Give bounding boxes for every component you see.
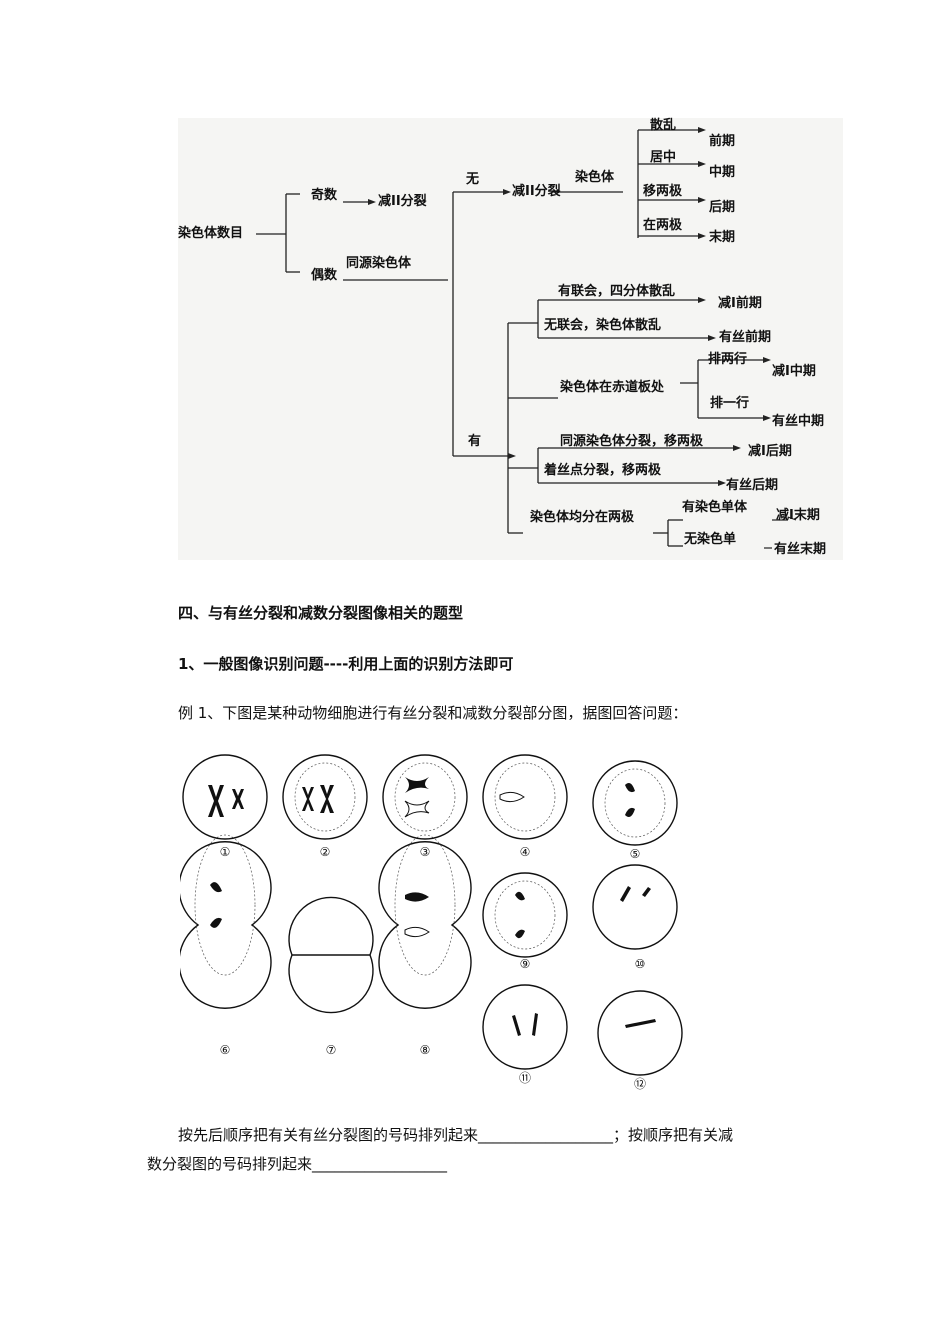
question-text-3: 数分裂图的号码排列起来	[147, 1155, 313, 1173]
cell-label-4: ④	[519, 845, 531, 859]
state-at-poles: 在两极	[643, 218, 683, 233]
answer-blank-1[interactable]: __________________	[478, 1126, 614, 1144]
cell-label-7: ⑦	[325, 1043, 337, 1057]
has-label: 有	[468, 434, 482, 449]
question-text-2: ；按顺序把有关减	[613, 1126, 734, 1144]
cond-no-synapsis: 无联会，染色体散乱	[544, 318, 662, 333]
cond-equator: 染色体在赤道板处	[560, 380, 665, 395]
cond-poles: 染色体均分在两极	[530, 510, 635, 525]
result-anaphase: 后期	[709, 200, 736, 215]
cond-homolog-split: 同源染色体分裂，移两极	[560, 434, 704, 449]
none-label: 无	[466, 172, 480, 187]
cell-6	[180, 841, 272, 1009]
odd-label: 奇数	[311, 188, 338, 203]
even-label: 偶数	[311, 268, 338, 283]
state-moving: 移两极	[643, 184, 683, 199]
cell-4	[482, 754, 568, 840]
division-flowchart: 染色体数目 奇数 减II分裂 偶数 同源染色体 无 减II分裂 染色体 散乱 前…	[178, 118, 843, 560]
cell-8	[378, 841, 472, 1009]
result-telophase: 末期	[709, 230, 736, 245]
cell-label-3: ③	[419, 845, 431, 859]
cell-10	[592, 864, 678, 950]
result-mitosis-telophase: 有丝末期	[774, 542, 827, 557]
result-meiosis1-metaphase: 减Ⅰ中期	[772, 364, 816, 379]
cell-12	[597, 990, 683, 1076]
result-mitosis-anaphase: 有丝后期	[726, 478, 779, 493]
question-text-1: 按先后顺序把有关有丝分裂图的号码排列起来	[178, 1126, 479, 1144]
none-result: 减II分裂	[512, 184, 561, 199]
cell-label-8: ⑧	[419, 1043, 431, 1057]
question-line-2: 数分裂图的号码排列起来__________________	[147, 1153, 447, 1174]
state-scattered: 散乱	[650, 118, 677, 133]
cond-centromere-split: 着丝点分裂，移两极	[544, 463, 662, 478]
flowchart-lines	[256, 127, 797, 549]
question-line-1: 按先后顺序把有关有丝分裂图的号码排列起来__________________；按…	[178, 1124, 733, 1145]
answer-blank-2[interactable]: __________________	[312, 1155, 448, 1173]
state-center: 居中	[650, 150, 677, 165]
cell-drawings	[180, 754, 683, 1076]
cell-5	[592, 760, 678, 846]
cond-two-rows: 排两行	[708, 352, 748, 367]
homolog-label: 同源染色体	[346, 256, 412, 271]
result-prophase: 前期	[709, 134, 736, 149]
cell-3	[382, 754, 468, 840]
section-title: 四、与有丝分裂和减数分裂图像相关的题型	[178, 604, 464, 622]
cell-1	[182, 754, 268, 840]
subsection-title: 1、一般图像识别问题----利用上面的识别方法即可	[178, 655, 514, 673]
cond-no-chromatid: 无染色单	[684, 532, 737, 547]
cell-label-1: ①	[219, 845, 231, 859]
cell-11	[482, 984, 568, 1070]
odd-result: 减II分裂	[378, 194, 427, 209]
cell-label-12: ⑫	[633, 1077, 646, 1091]
cell-diagrams: ① ② ③ ④ ⑤ ⑥ ⑦ ⑧ ⑨ ⑩ ⑪ ⑫	[180, 745, 700, 1095]
cond-one-row: 排一行	[710, 396, 750, 411]
cell-label-10: ⑩	[634, 957, 646, 971]
root-label: 染色体数目	[178, 226, 244, 241]
cond-synapsis: 有联会，四分体散乱	[558, 284, 676, 299]
result-meiosis1-telophase: 减Ⅰ末期	[776, 508, 820, 523]
result-mitosis-prophase: 有丝前期	[719, 330, 772, 345]
chromosome-label: 染色体	[575, 170, 615, 185]
cond-has-chromatid: 有染色单体	[682, 500, 748, 515]
result-mitosis-metaphase: 有丝中期	[772, 414, 825, 429]
result-meiosis1-anaphase: 减Ⅰ后期	[748, 444, 792, 459]
cell-label-2: ②	[319, 845, 331, 859]
cell-label-6: ⑥	[219, 1043, 231, 1057]
result-metaphase: 中期	[709, 165, 736, 180]
cell-label-9: ⑨	[519, 957, 531, 971]
cell-label-5: ⑤	[629, 847, 641, 861]
cell-2	[282, 754, 368, 840]
cell-9	[482, 872, 568, 958]
example-text: 例 1、下图是某种动物细胞进行有丝分裂和减数分裂部分图，据图回答问题：	[178, 704, 688, 722]
cell-label-11: ⑪	[518, 1071, 531, 1085]
result-meiosis1-prophase: 减Ⅰ前期	[718, 296, 762, 311]
